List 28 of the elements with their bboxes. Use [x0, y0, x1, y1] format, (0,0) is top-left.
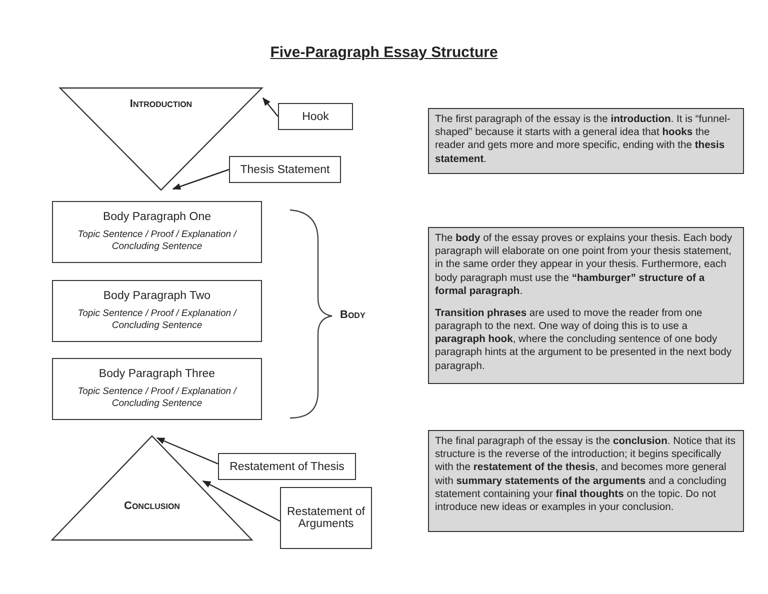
paragraph-text: Transition phrases are used to move the reader from one paragraph to the next. One way of doing this is to use a paragraph hook, where the concluding sentence of one body paragraph hints at the argument to be presented in the next body paragraph. — [435, 306, 733, 373]
box-heading: Body Paragraph Two — [103, 290, 211, 302]
label-box: Hook — [278, 103, 353, 130]
box-subtitle: Topic Sentence / Proof / Explanation / Concluding Sentence — [76, 386, 238, 410]
paragraph-box — [52, 358, 262, 420]
section-label: Conclusion — [123, 500, 181, 512]
section-label: Introduction — [128, 98, 194, 110]
arrow — [262, 97, 278, 117]
arrow — [156, 437, 218, 464]
box-heading: Body Paragraph Three — [98, 368, 216, 380]
paragraph-text: The first paragraph of the essay is the introduction. It is “funnel-shaped” because it starts with a general idea that hooks the reader and gets more and more specific, ending with the thesis statement. — [435, 113, 732, 166]
paragraph-box — [52, 280, 262, 342]
label-box: Restatement of Thesis — [218, 453, 356, 480]
box-subtitle: Topic Sentence / Proof / Explanation / Concluding Sentence — [76, 228, 238, 254]
arrow — [172, 168, 230, 190]
section-label: Body — [340, 309, 366, 321]
label-box: Restatement of Arguments — [280, 487, 372, 549]
box-heading: Body Paragraph One — [102, 210, 212, 223]
paragraph-text: The body of the essay proves or explains your thesis. Each body paragraph will elaborate on one point from your thesis statement, in the same order they appear in your thesis. Furthermore, each body paragraph must use the “hamburger” structure of a formal paragraph. — [435, 232, 734, 298]
description-panel — [428, 108, 744, 174]
paragraph-text: The final paragraph of the essay is the conclusion. Notice that its structure is the reverse of the introduction; it begins specifically with the restatement of the thesis, and becomes more general with summary statements of the arguments and a concluding statement containing your final thoughts on the topic. Do not introduce new ideas or examples in your conclusion. — [435, 435, 736, 514]
arrow — [202, 480, 280, 522]
description-panel — [428, 227, 744, 384]
box-subtitle: Topic Sentence / Proof / Explanation / Concluding Sentence — [76, 308, 238, 332]
label-box: Thesis Statement — [229, 156, 341, 183]
paragraph-box — [52, 201, 262, 263]
title: Five-Paragraph Essay Structure — [270, 44, 498, 61]
description-panel — [428, 430, 744, 532]
